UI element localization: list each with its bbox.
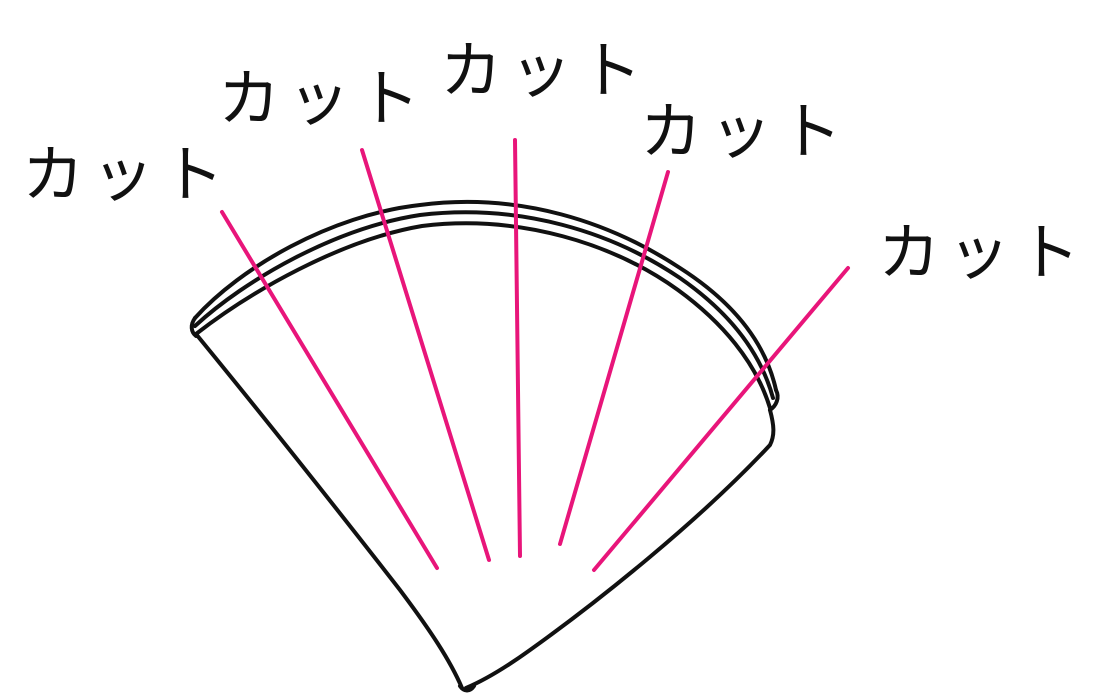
fan-outline (192, 202, 778, 691)
fan-right-edge (466, 410, 773, 688)
cut-line-3 (515, 140, 520, 556)
cut-labels: カット カット カット カット カット (22, 34, 1088, 289)
cut-label-3: カット (440, 34, 650, 107)
cut-label-4: カット (640, 95, 850, 168)
cut-label-1: カット (22, 138, 232, 211)
cut-line-1 (222, 212, 437, 568)
rim-arc-middle (195, 212, 773, 398)
cut-label-5: カット (878, 216, 1088, 289)
cut-label-2: カット (218, 62, 428, 135)
